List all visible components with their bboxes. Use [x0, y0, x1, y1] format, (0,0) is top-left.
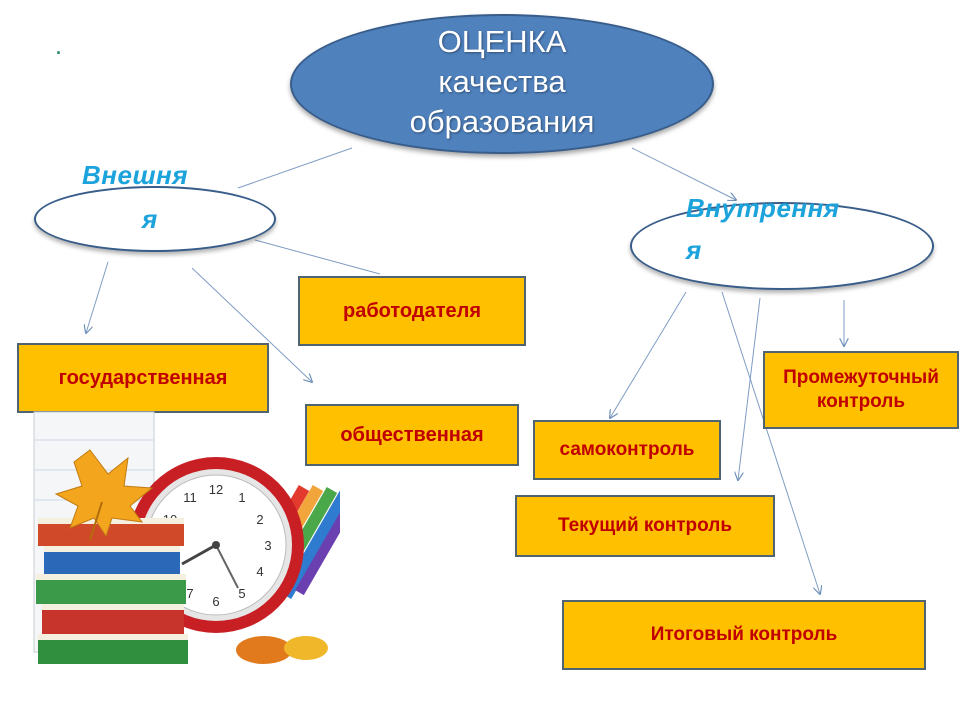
root-title-line-1: ОЦЕНКА	[437, 24, 567, 59]
svg-text:6: 6	[212, 594, 219, 609]
svg-text:11: 11	[183, 490, 197, 505]
box-employers: работодателя	[298, 276, 526, 346]
books-clock-illustration: 12 1 2 3 4 5 6 7 8 9 10 11	[33, 411, 340, 664]
box-state: государственная	[17, 343, 269, 413]
box-current: Текущий контроль	[515, 495, 775, 557]
svg-text:1: 1	[238, 490, 245, 505]
external-label-line-2: я	[142, 204, 158, 234]
decorative-dot: .	[56, 38, 62, 58]
box-public: общественная	[305, 404, 519, 466]
internal-label-line-1: Внутрення	[686, 193, 840, 223]
external-label-line-1: Внешня	[82, 160, 189, 190]
external-ellipse	[34, 186, 276, 252]
svg-text:2: 2	[256, 512, 263, 527]
maple-leaf-icon	[54, 449, 154, 541]
root-title: ОЦЕНКА качества образования	[290, 22, 714, 142]
box-final: Итоговый контроль	[562, 600, 926, 670]
svg-text:3: 3	[264, 538, 271, 553]
root-title-line-2: качества	[438, 64, 566, 99]
autumn-leaves-icon	[236, 636, 328, 664]
root-ellipse	[290, 14, 714, 154]
book-stack-icon	[36, 518, 188, 664]
svg-text:12: 12	[209, 482, 223, 497]
svg-text:4: 4	[256, 564, 263, 579]
internal-ellipse	[630, 202, 934, 290]
internal-label-line-2: я	[686, 235, 702, 265]
svg-text:5: 5	[238, 586, 245, 601]
box-self-control: самоконтроль	[533, 420, 721, 480]
root-title-line-3: образования	[409, 104, 595, 139]
box-intermediate: Промежуточный контроль	[763, 351, 959, 429]
svg-text:7: 7	[186, 586, 193, 601]
